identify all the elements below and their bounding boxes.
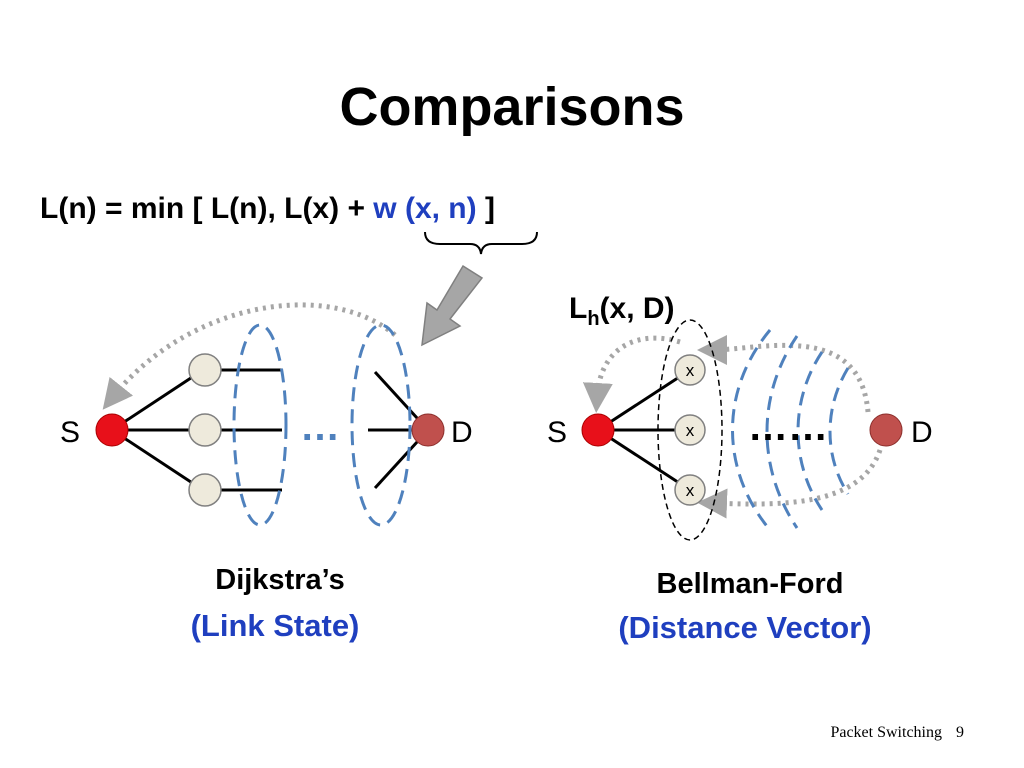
link-state-frontier-ellipse <box>232 323 288 527</box>
source-node <box>95 413 129 447</box>
page-number: 9 <box>956 724 964 741</box>
update-formula: L(n) = min [ L(n), L(x) + w (x, n) ] <box>40 192 495 226</box>
bellman-label-subscript: h <box>587 308 600 330</box>
formula-left: L(n) = min [ L(n), L(x) + <box>40 192 374 225</box>
link-state-title: Dijkstra’s <box>215 564 345 596</box>
link-state-ellipsis: … <box>300 405 340 449</box>
intermediate-node <box>188 473 222 507</box>
edge <box>111 428 204 492</box>
hop-frontier-arc <box>828 367 850 495</box>
distance-vector-dest-label: D <box>911 416 933 449</box>
bellman-hop-label: Lh(x, D) <box>569 292 675 331</box>
edge <box>597 368 691 432</box>
link-state-dest-label: D <box>451 416 473 449</box>
distance-vector-dotted-arrow <box>697 334 871 413</box>
destination-node <box>869 413 903 447</box>
formula-right: ] <box>476 192 495 225</box>
formula-weight-term: w (x, n) <box>373 192 477 225</box>
distance-vector-ellipsis: …… <box>748 405 828 449</box>
hop-frontier-arc <box>765 335 799 529</box>
edge <box>597 428 691 492</box>
destination-node <box>411 413 445 447</box>
footer-text: Packet Switching <box>830 724 942 741</box>
intermediate-node <box>188 353 222 387</box>
distance-vector-source-label: S <box>547 416 567 449</box>
distance-vector-subtitle: (Distance Vector) <box>618 610 872 645</box>
hop-frontier-arc <box>731 329 772 531</box>
distance-vector-dotted-arrow <box>697 449 883 519</box>
neighbor-node <box>674 414 706 446</box>
neighbor-node <box>674 354 706 386</box>
neighbor-node-label: x <box>686 421 695 440</box>
edge <box>111 368 204 432</box>
neighbor-node-label: x <box>686 361 695 380</box>
neighbor-node <box>674 474 706 506</box>
bellman-label-base: L <box>569 292 588 325</box>
slide-footer: Packet Switching 9 <box>830 724 964 742</box>
bellman-label-args: (x, D) <box>599 292 675 325</box>
weight-brace <box>424 231 538 255</box>
link-state-source-label: S <box>60 416 80 449</box>
neighbor-node-label: x <box>686 481 695 500</box>
distance-vector-title: Bellman-Ford <box>656 568 844 600</box>
distance-vector-graph: x x x S D …… <box>547 319 933 541</box>
link-state-graph: S D … <box>60 302 473 527</box>
link-state-frontier-ellipse <box>350 323 412 527</box>
link-state-dotted-arrow <box>102 302 397 410</box>
distance-vector-dotted-arrow <box>582 335 681 413</box>
source-node <box>581 413 615 447</box>
link-state-subtitle: (Link State) <box>190 608 360 643</box>
slide-title: Comparisons <box>339 77 685 137</box>
intermediate-node <box>188 413 222 447</box>
pointer-arrow <box>421 264 484 347</box>
neighbor-set-ellipse <box>657 319 723 541</box>
